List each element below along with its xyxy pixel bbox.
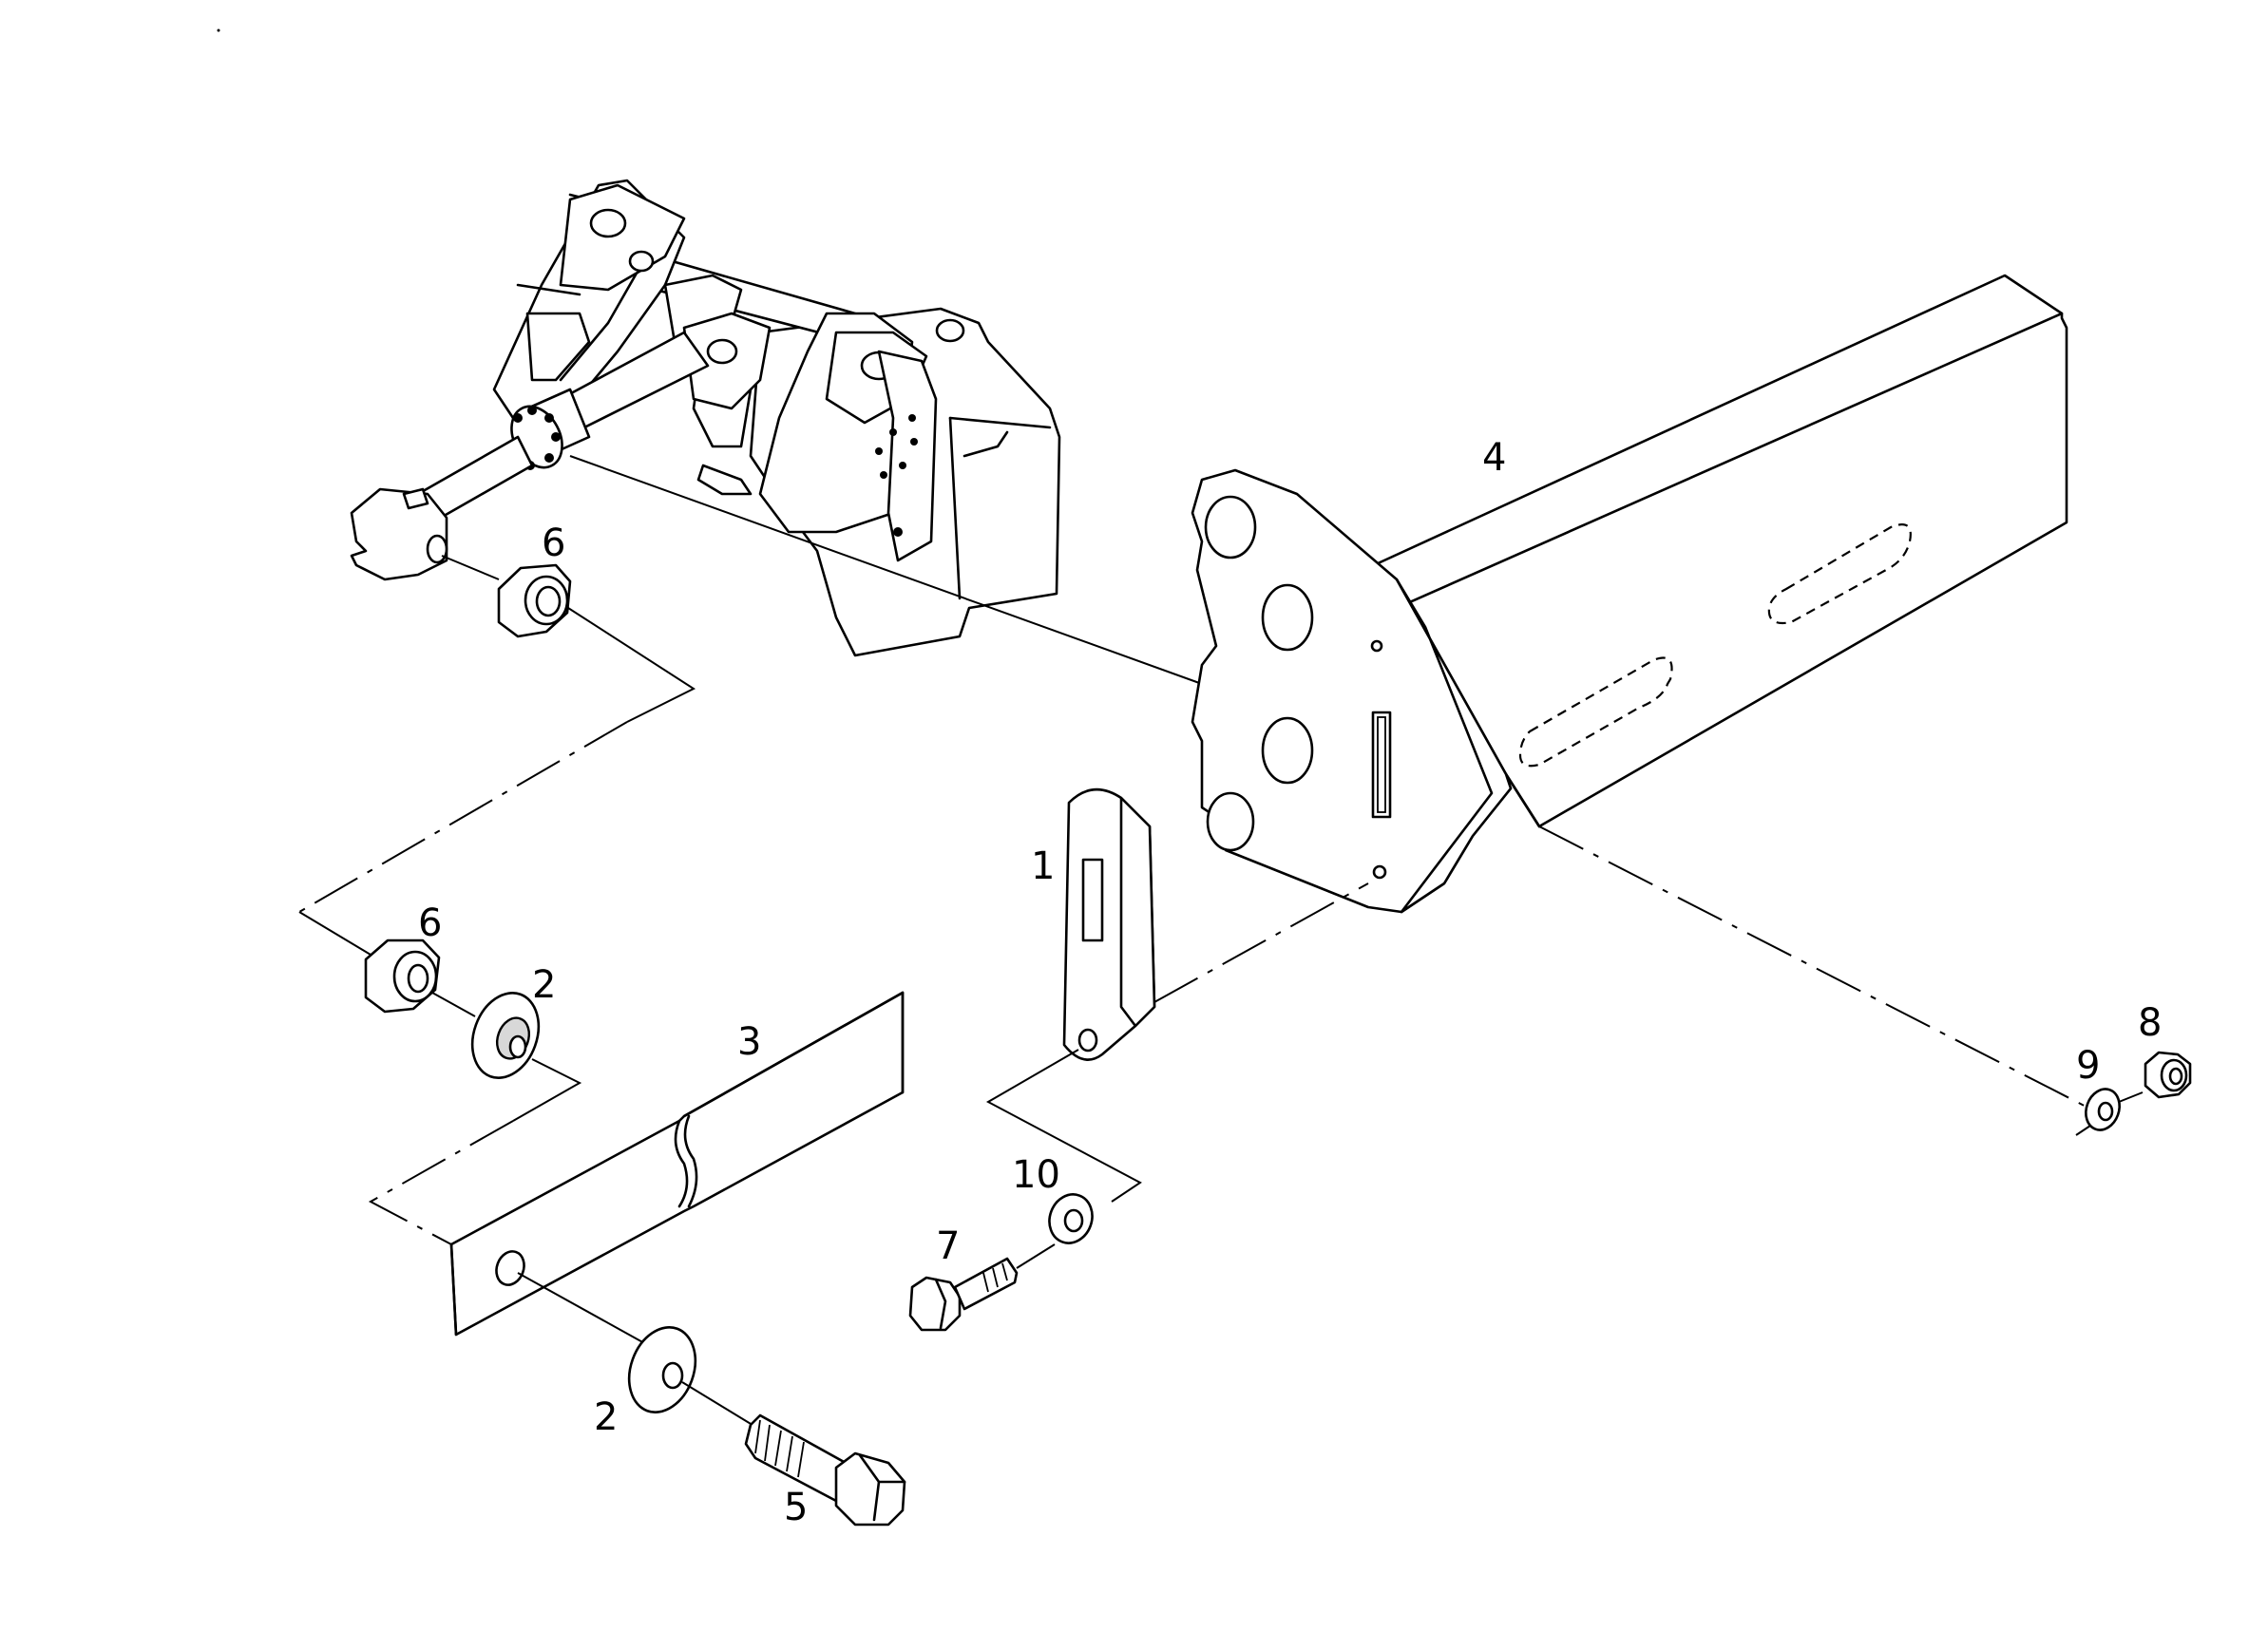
part-5-bolt — [744, 1413, 906, 1527]
part-10-washer — [985, 1049, 1142, 1244]
callout-7: 7 — [936, 1224, 960, 1268]
part-6-nut-lower — [298, 911, 476, 1017]
part-1-pad — [1062, 787, 1369, 1061]
callout-2-upper: 2 — [532, 963, 556, 1007]
part-2-washer-upper — [368, 992, 582, 1245]
part-9-washer — [2075, 1088, 2144, 1136]
part-3-strip — [449, 991, 905, 1337]
callout-9: 9 — [2076, 1044, 2100, 1088]
callout-6-lower: 6 — [418, 901, 442, 945]
part-4-boom-plate — [1191, 274, 2106, 1117]
part-8-nut — [2144, 1051, 2192, 1099]
part-7-bolt — [908, 1243, 1056, 1332]
part-6-nut-top — [298, 555, 696, 913]
callout-8: 8 — [2138, 1001, 2162, 1045]
callout-2-lower: 2 — [594, 1395, 618, 1439]
callout-5: 5 — [784, 1486, 808, 1529]
callout-1: 1 — [1031, 844, 1055, 888]
callout-6-upper: 6 — [542, 522, 565, 565]
callout-10: 10 — [1012, 1153, 1060, 1197]
corner-dot — [217, 28, 220, 32]
part-2-washer-lower — [517, 1272, 761, 1431]
callout-4: 4 — [1482, 436, 1506, 480]
boom-head-assembly — [350, 179, 1203, 685]
callout-3: 3 — [737, 1020, 761, 1064]
